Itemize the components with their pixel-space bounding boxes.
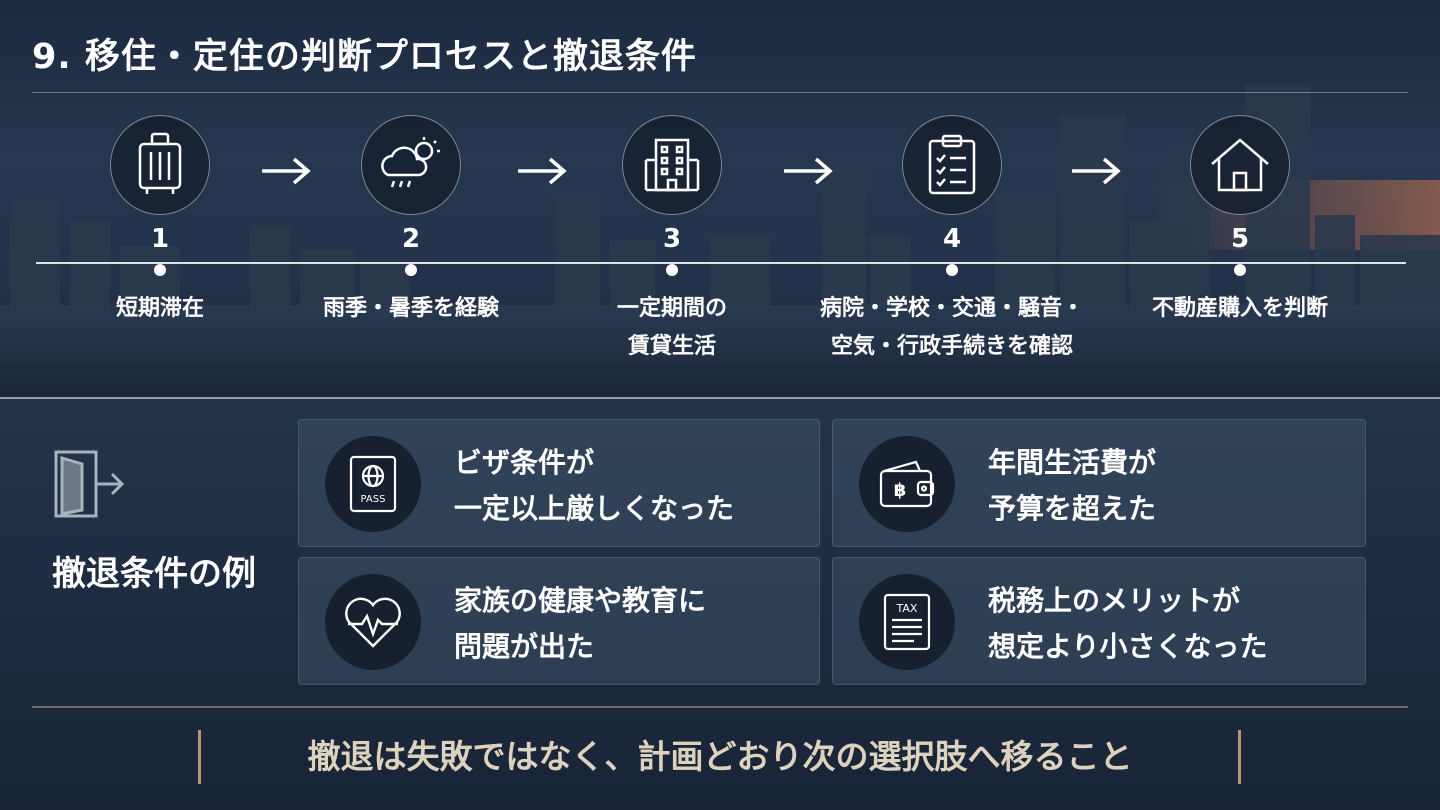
- step-icon-circle: [110, 115, 210, 215]
- exit-section-title: 撤退条件の例: [52, 554, 256, 594]
- step-number: 3: [662, 224, 682, 254]
- arrow-right-icon: [518, 157, 567, 185]
- step-4: 4 病院・学校・交通・騒音・ 空気・行政手続きを確認: [802, 115, 1102, 366]
- weather-icon: [381, 137, 440, 188]
- timeline-dot: [405, 264, 417, 276]
- step-label: 雨季・暑季を経験: [261, 290, 561, 328]
- card-icon-circle: PASS: [325, 436, 421, 532]
- card-icon-circle: [325, 574, 421, 670]
- step-number: 2: [401, 224, 421, 254]
- step-label-line: 賃貸生活: [627, 334, 716, 359]
- card-icon-circle: TAX: [859, 574, 955, 670]
- step-label: 病院・学校・交通・騒音・ 空気・行政手続きを確認: [802, 290, 1102, 366]
- title-divider: [32, 92, 1408, 93]
- step-2: 2 雨季・暑季を経験: [261, 115, 561, 328]
- step-label-line: 病院・学校・交通・騒音・: [819, 296, 1084, 321]
- arrow-right-icon: [1072, 157, 1121, 185]
- step-icon-circle: [622, 115, 722, 215]
- timeline-line: [36, 262, 1406, 264]
- card-text-line: 問題が出た: [454, 630, 595, 663]
- card-text-line: ビザ条件が: [454, 446, 595, 479]
- exit-conditions-heading: 撤退条件の例: [52, 448, 272, 600]
- card-text: 税務上のメリットが 想定より小さくなった: [988, 578, 1267, 670]
- card-text-line: 一定以上厳しくなった: [454, 492, 735, 525]
- step-label-line: 不動産購入を判断: [1151, 296, 1328, 321]
- step-3: 3 一定期間の 賃貸生活: [522, 115, 822, 366]
- step-number: 1: [150, 224, 170, 254]
- exit-condition-card-cost: ฿ 年間生活費が 予算を超えた: [832, 419, 1366, 547]
- passport-icon-text: PASS: [361, 494, 386, 505]
- step-icon-circle: [1190, 115, 1290, 215]
- step-label-line: 短期滞在: [115, 296, 204, 321]
- building-icon: [644, 138, 700, 192]
- svg-text:฿: ฿: [894, 480, 907, 501]
- step-number: 5: [1230, 224, 1250, 254]
- card-text: 家族の健康や教育に 問題が出た: [454, 578, 706, 670]
- passport-icon: PASS: [349, 455, 397, 513]
- bottom-divider: [32, 706, 1408, 708]
- step-label-line: 一定期間の: [616, 296, 727, 321]
- card-text-line: 年間生活費が: [988, 446, 1157, 479]
- arrow-right-icon: [784, 157, 833, 185]
- city-skyline-background: [0, 0, 1440, 398]
- card-text: 年間生活費が 予算を超えた: [988, 440, 1156, 532]
- card-text: ビザ条件が 一定以上厳しくなった: [454, 440, 734, 532]
- suitcase-icon: [138, 132, 182, 194]
- timeline-dot: [946, 264, 958, 276]
- page-title: 9. 移住・定住の判断プロセスと撤退条件: [32, 37, 697, 77]
- heart-pulse-icon: [345, 597, 401, 648]
- step-1: 1 短期滞在: [10, 115, 310, 328]
- step-label-line: 空気・行政手続きを確認: [830, 334, 1073, 359]
- skyline-illustration: [0, 85, 1440, 398]
- wallet-icon: ฿: [879, 460, 935, 508]
- step-label: 短期滞在: [10, 290, 310, 328]
- card-icon-circle: ฿: [859, 436, 955, 532]
- clipboard-icon: [928, 134, 976, 195]
- exit-condition-card-family: 家族の健康や教育に 問題が出た: [298, 557, 820, 685]
- conclusion-bar-left: [198, 730, 201, 784]
- card-text-line: 想定より小さくなった: [988, 630, 1268, 663]
- step-label: 一定期間の 賃貸生活: [522, 290, 822, 366]
- step-5: 5 不動産購入を判断: [1090, 115, 1390, 328]
- card-text-line: 家族の健康や教育に: [454, 584, 707, 617]
- conclusion-text: 撤退は失敗ではなく、計画どおり次の選択肢へ移ること: [307, 737, 1133, 776]
- exit-condition-card-visa: PASS ビザ条件が 一定以上厳しくなった: [298, 419, 820, 547]
- card-text-line: 税務上のメリットが: [988, 584, 1241, 617]
- tax-icon-text: TAX: [896, 602, 918, 615]
- step-number: 4: [942, 224, 962, 254]
- exit-condition-card-tax: TAX 税務上のメリットが 想定より小さくなった: [832, 557, 1366, 685]
- timeline-dot: [666, 264, 678, 276]
- section-divider: [0, 397, 1440, 399]
- exit-door-icon: [54, 450, 125, 518]
- card-text-line: 予算を超えた: [988, 492, 1157, 525]
- step-icon-circle: [902, 115, 1002, 215]
- timeline-dot: [154, 264, 166, 276]
- step-label-line: 雨季・暑季を経験: [322, 296, 499, 321]
- arrow-right-icon: [262, 157, 311, 185]
- timeline-dot: [1234, 264, 1246, 276]
- tax-document-icon: TAX: [883, 593, 931, 651]
- step-label: 不動産購入を判断: [1090, 290, 1390, 328]
- conclusion-bar-right: [1238, 730, 1241, 784]
- step-icon-circle: [361, 115, 461, 215]
- house-icon: [1211, 138, 1269, 192]
